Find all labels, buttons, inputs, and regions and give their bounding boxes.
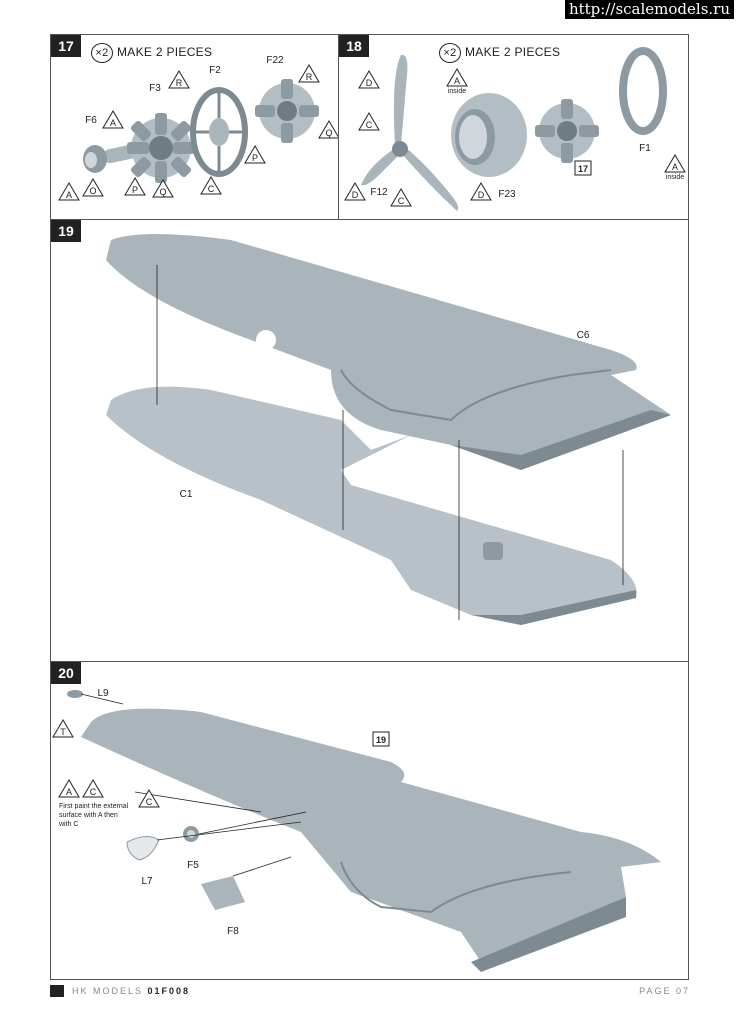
marker-c: C [90,787,97,797]
marker-a: A [454,76,460,86]
marker-p: P [132,185,138,195]
page-number: PAGE 07 [639,986,690,996]
make-pieces-label: ×2 MAKE 2 PIECES [439,43,560,63]
part-lower-wing [106,386,637,625]
marker-c: C [146,797,153,807]
marker-d: D [352,190,359,200]
multiplier-badge: ×2 [439,43,461,63]
marker-triangles [58,64,338,201]
marker-d: D [366,78,373,88]
inside-label: inside [666,174,684,181]
step-number: 17 [51,35,81,57]
step-number: 20 [51,662,81,684]
guide-lines [80,693,307,877]
ref-box-label: 17 [578,164,588,174]
step-18-diagram: 17 D C D C D A A F12 F23 F1 inside insid… [344,47,686,211]
part-cowling [451,93,527,177]
step-19-panel: 19 C6 C1 [50,219,689,662]
part-label: C1 [180,489,193,500]
footer-brand: HK MODELS 01F008 [72,986,190,996]
marker-a: A [110,118,116,128]
marker-r: R [176,78,183,88]
part-f5 [183,826,199,842]
part-label: L9 [97,688,109,699]
part-engine-f22 [255,79,319,143]
step-number: 19 [51,220,81,242]
step-number: 18 [339,35,369,57]
ref-box [574,160,592,176]
part-ring-f1 [619,47,667,135]
part-label: F1 [639,143,651,154]
marker-q: Q [325,128,332,138]
marker-c: C [366,120,373,130]
step-17-panel: 17 ×2 MAKE 2 PIECES [50,34,339,220]
brand-name: HK MODELS [72,986,144,996]
part-upper-wing [106,234,671,470]
part-label: C6 [577,330,590,341]
marker-triangles [344,68,686,207]
part-engine-assembly [535,99,599,163]
part-label: F22 [266,55,284,66]
part-l7 [126,836,160,861]
marker-a: A [672,162,678,172]
footer: HK MODELS 01F008 PAGE 07 [50,985,690,999]
marker-d: D [478,190,485,200]
ref-box-label: 19 [376,735,386,745]
part-label: F23 [498,189,516,200]
inside-label: inside [448,88,466,95]
marker-c: C [208,184,215,194]
part-label: F5 [187,860,199,871]
marker-triangles [52,719,160,808]
part-l9 [67,690,83,698]
paint-note: First paint the external surface with A … [59,803,129,828]
part-label: F12 [370,187,388,198]
marker-r: R [306,72,313,82]
marker-c: C [398,196,405,206]
part-label: F6 [85,115,97,126]
make-pieces-label: ×2 MAKE 2 PIECES [91,43,212,63]
marker-p: P [252,153,258,163]
ref-box [372,731,390,747]
brand-logo-icon [50,985,64,997]
part-ring-f2 [190,87,248,177]
step-20-panel: 20 T A C C [50,661,689,980]
kit-code: 01F008 [147,986,191,996]
part-assembled-wing [81,708,661,972]
marker-a: A [66,190,72,200]
watermark: http://scalemodels.ru [564,0,734,19]
part-label: L7 [141,876,153,887]
marker-o: O [89,186,96,196]
part-engine-f3 [127,113,195,183]
make-text: MAKE 2 PIECES [117,45,213,59]
part-label: F8 [227,926,239,937]
marker-t: T [60,727,66,737]
part-label: F3 [149,83,161,94]
make-text: MAKE 2 PIECES [465,45,561,59]
multiplier-badge: ×2 [91,43,113,63]
guide-lines [156,265,624,620]
step-17-diagram: A R R Q A O P Q C P F6 F3 F2 F22 [58,55,338,201]
part-label: F2 [209,65,221,76]
step-19-diagram: C6 C1 [106,234,671,625]
part-f8 [201,876,245,910]
step-20-diagram: T A C C 19 L9 F5 L7 F8 [52,688,661,972]
step-18-panel: 18 ×2 MAKE 2 PIECES [338,34,689,220]
marker-a: A [66,787,72,797]
part-propeller [361,54,459,211]
marker-q: Q [159,187,166,197]
